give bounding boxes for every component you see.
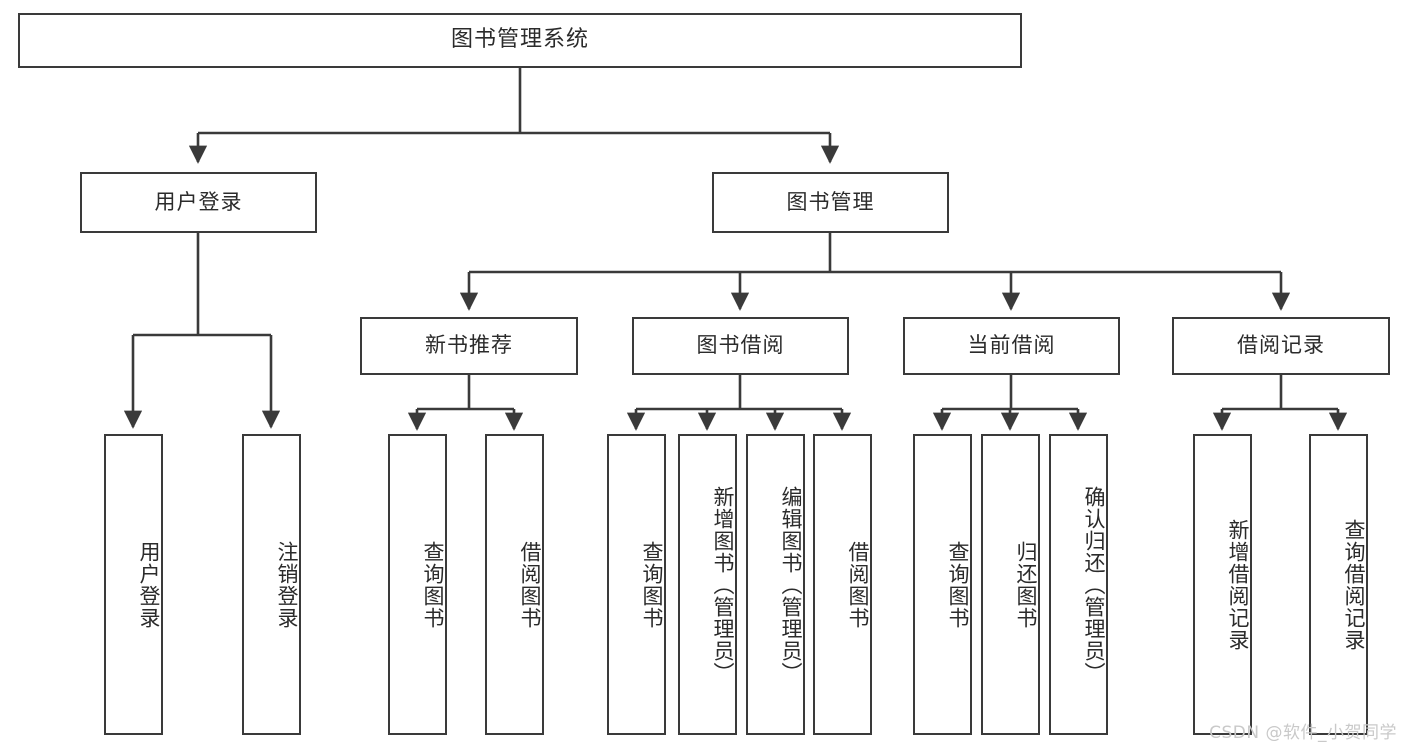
leaf-borrow-record-add-record[interactable]: 新增借阅记录 [1193,434,1252,735]
node-label: 借阅图书 [846,540,870,629]
leaf-current-borrow-query-book[interactable]: 查询图书 [913,434,972,735]
leaf-borrow-record-query-record[interactable]: 查询借阅记录 [1309,434,1368,735]
node-user-login[interactable]: 用户登录 [80,172,317,233]
leaf-book-borrow-query-book[interactable]: 查询图书 [607,434,666,735]
node-new-book-recommend[interactable]: 新书推荐 [360,317,578,375]
node-borrow-record[interactable]: 借阅记录 [1172,317,1390,375]
leaf-book-borrow-edit-book-admin[interactable]: 编辑图书（管理员） [746,434,805,735]
node-label: 新增图书（管理员） [711,485,735,684]
node-label: 查询借阅记录 [1342,518,1366,651]
node-label: 新增借阅记录 [1226,518,1250,651]
node-book-management[interactable]: 图书管理 [712,172,949,233]
node-label: 借阅记录 [1237,333,1325,358]
leaf-user-login-logout[interactable]: 注销登录 [242,434,301,735]
node-label: 查询图书 [946,540,970,629]
leaf-current-borrow-confirm-return-admin[interactable]: 确认归还（管理员） [1049,434,1108,735]
node-label: 当前借阅 [967,333,1056,358]
node-label: 编辑图书（管理员） [779,485,803,684]
node-label: 新书推荐 [425,333,513,358]
node-label: 用户登录 [154,189,243,214]
watermark-text: CSDN @软件_小贺同学 [1209,723,1397,743]
leaf-book-borrow-add-book-admin[interactable]: 新增图书（管理员） [678,434,737,735]
node-label: 图书借阅 [696,333,785,358]
node-current-borrow[interactable]: 当前借阅 [903,317,1120,375]
node-label: 确认归还（管理员） [1082,485,1106,684]
node-label: 注销登录 [275,540,299,629]
node-label: 查询图书 [640,540,664,629]
node-label: 图书管理系统 [450,27,589,53]
node-label: 图书管理 [786,189,875,214]
node-label: 查询图书 [421,540,445,629]
node-label: 借阅图书 [518,540,542,629]
leaf-book-borrow-borrow-book[interactable]: 借阅图书 [813,434,872,735]
leaf-current-borrow-return-book[interactable]: 归还图书 [981,434,1040,735]
leaf-user-login-login[interactable]: 用户登录 [104,434,163,735]
node-label: 用户登录 [137,540,161,629]
leaf-new-book-query-book[interactable]: 查询图书 [388,434,447,735]
node-root-book-management-system[interactable]: 图书管理系统 [18,13,1022,68]
node-book-borrow[interactable]: 图书借阅 [632,317,849,375]
node-label: 归还图书 [1014,540,1038,629]
leaf-new-book-borrow-book[interactable]: 借阅图书 [485,434,544,735]
